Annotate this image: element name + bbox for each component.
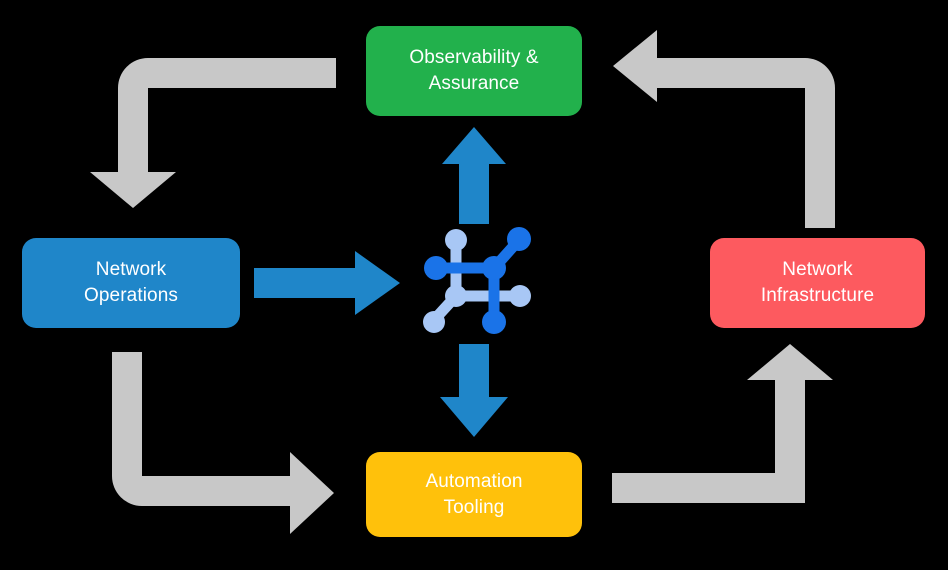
connector-operations-to-automation-icon [112, 352, 334, 534]
connector-center-to-observability-icon [442, 127, 506, 224]
center-hub[interactable] [416, 220, 534, 338]
connector-operations-to-center-icon [254, 251, 400, 315]
connector-center-to-automation-icon [440, 344, 508, 437]
node-network-infrastructure[interactable]: Network Infrastructure [710, 238, 925, 328]
connector-observability-to-operations-icon [90, 58, 336, 208]
connector-automation-to-infrastructure-icon [612, 344, 833, 503]
connector-infrastructure-to-observability-icon [613, 30, 835, 228]
node-observability-assurance[interactable]: Observability & Assurance [366, 26, 582, 116]
node-network-operations[interactable]: Network Operations [22, 238, 240, 328]
node-automation-tooling[interactable]: Automation Tooling [366, 452, 582, 537]
